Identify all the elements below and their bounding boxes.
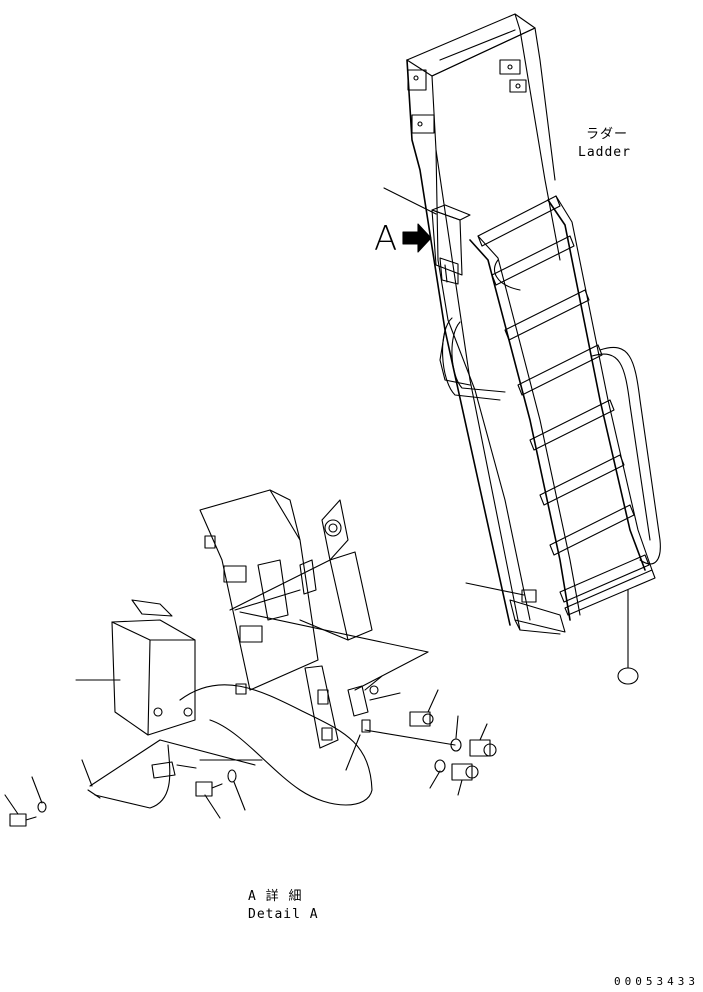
- ladder-assembly: [406, 13, 661, 685]
- detail-label-jp: A 詳 細: [248, 889, 303, 904]
- fasteners: [9, 711, 497, 827]
- view-marker-label: A: [374, 219, 398, 259]
- detail-label-en: Detail A: [248, 907, 319, 922]
- ladder-label-jp: ラダー: [586, 127, 629, 142]
- detail-a-assembly: [9, 489, 497, 827]
- ladder-rungs: [477, 195, 656, 616]
- view-arrow-icon: [402, 223, 432, 253]
- ladder-label-en: Ladder: [578, 145, 631, 160]
- drawing-code: 00053433: [614, 975, 699, 988]
